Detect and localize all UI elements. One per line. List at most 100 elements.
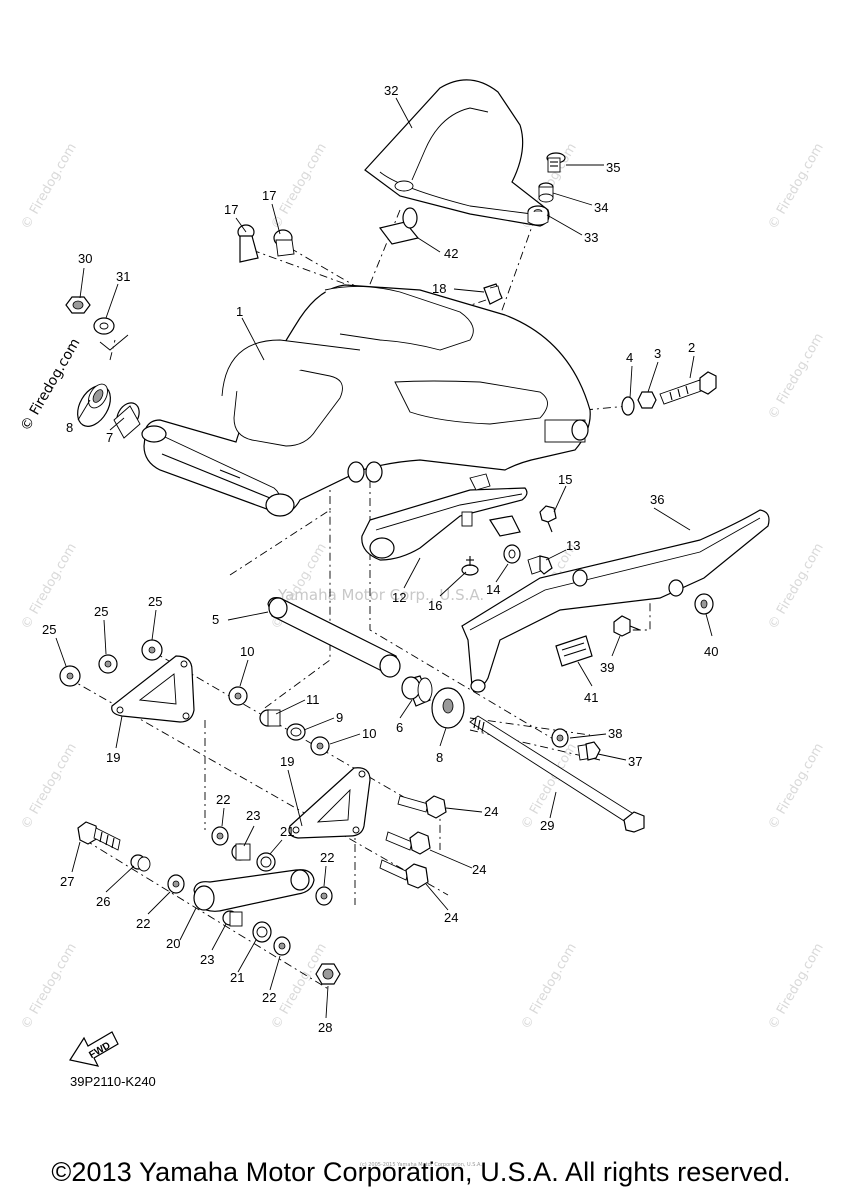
collar-23 (231, 843, 251, 861)
callout-22: 22 (136, 916, 150, 931)
callout-25: 25 (42, 622, 56, 637)
callout-31: 31 (116, 269, 130, 284)
rear-fender-32 (364, 79, 550, 227)
callout-33: 33 (584, 230, 598, 245)
chain-guide-12 (361, 473, 528, 561)
collar-25 (98, 654, 118, 674)
callout-36: 36 (650, 492, 664, 507)
callout-22: 22 (216, 792, 230, 807)
center-watermark: Yamaha Motor Corp., U.S.A. (277, 586, 484, 604)
watermark: © Firedog.com (765, 541, 826, 632)
copyright-footer: ©2013 Yamaha Motor Corporation, U.S.A. A… (51, 1157, 791, 1187)
callout-24: 24 (472, 862, 486, 877)
callout-4: 4 (626, 350, 633, 365)
callout-21: 21 (280, 824, 294, 839)
relay-arm-19 (111, 655, 195, 723)
callout-12: 12 (392, 590, 406, 605)
relay-arm-19 (288, 767, 371, 839)
callout-19: 19 (106, 750, 120, 765)
callout-40: 40 (704, 644, 718, 659)
collar-7 (113, 402, 141, 439)
fwd-label: FWD (87, 1040, 112, 1061)
watermark: © Firedog.com (268, 941, 329, 1032)
callout-6: 6 (396, 720, 403, 735)
callout-5: 5 (212, 612, 219, 627)
washer-38 (551, 728, 569, 748)
callouts: 32 35 34 33 42 17 17 18 30 31 1 4 3 2 8 … (42, 83, 718, 1035)
screw-16 (461, 556, 479, 576)
collar-26 (130, 854, 151, 872)
callout-10: 10 (362, 726, 376, 741)
collar-23 (222, 910, 243, 927)
seal-10 (228, 686, 248, 706)
callout-42: 42 (444, 246, 458, 261)
bearing-21 (252, 921, 272, 943)
callout-1: 1 (236, 304, 243, 319)
callout-23: 23 (200, 952, 214, 967)
callout-30: 30 (78, 251, 92, 266)
seal-22 (273, 936, 291, 956)
watermark: © Firedog.com (18, 741, 79, 832)
callout-38: 38 (608, 726, 622, 741)
seal-22 (315, 886, 333, 906)
clip-17 (237, 224, 259, 263)
collar-11 (259, 709, 281, 727)
bearing-9 (286, 723, 306, 741)
callout-15: 15 (558, 472, 572, 487)
bolt-24 (397, 795, 447, 819)
side-watermark: © Firedog.com (18, 336, 84, 434)
watermark: © Firedog.com (268, 141, 329, 232)
tiny-notice: (c) 2005-2015 Yamaha Motor Corporation, … (360, 1162, 482, 1168)
callout-22: 22 (262, 990, 276, 1005)
grommet-33 (527, 205, 549, 226)
watermarks: © Firedog.com © Firedog.com © Firedog.co… (18, 141, 826, 1032)
watermark: © Firedog.com (18, 941, 79, 1032)
callout-35: 35 (606, 160, 620, 175)
watermark: © Firedog.com (765, 331, 826, 422)
callout-14: 14 (486, 582, 500, 597)
chain-case-36 (461, 509, 770, 693)
bolt-13 (527, 555, 553, 575)
bearing-8 (77, 383, 111, 427)
callout-2: 2 (688, 340, 695, 355)
washer-4 (621, 396, 635, 416)
callout-17: 17 (262, 188, 276, 203)
callout-24: 24 (484, 804, 498, 819)
callout-41: 41 (584, 690, 598, 705)
nut-30 (65, 296, 91, 314)
callout-18: 18 (432, 281, 446, 296)
callout-13: 13 (566, 538, 580, 553)
callout-3: 3 (654, 346, 661, 361)
callout-21: 21 (230, 970, 244, 985)
callout-25: 25 (94, 604, 108, 619)
nut-3 (637, 391, 657, 409)
callout-26: 26 (96, 894, 110, 909)
callout-25: 25 (148, 594, 162, 609)
seal-22 (211, 826, 229, 846)
watermark: © Firedog.com (518, 941, 579, 1032)
bolt-35 (546, 152, 566, 173)
callout-20: 20 (166, 936, 180, 951)
nut-18 (483, 283, 503, 305)
callout-17: 17 (224, 202, 238, 217)
bearing-8 (431, 687, 465, 729)
collar-25 (59, 665, 81, 687)
clip-17 (273, 229, 295, 257)
seal-22 (167, 874, 185, 894)
callout-32: 32 (384, 83, 398, 98)
callout-28: 28 (318, 1020, 332, 1035)
leader-lines (55, 97, 713, 1019)
callout-29: 29 (540, 818, 554, 833)
watermark: © Firedog.com (765, 741, 826, 832)
callout-23: 23 (246, 808, 260, 823)
collar-6 (401, 675, 433, 707)
pivot-shaft-5 (267, 597, 401, 678)
bolt-39 (613, 615, 641, 637)
callout-11: 11 (306, 692, 320, 707)
label-41 (555, 635, 593, 667)
bolt-24 (385, 831, 431, 855)
callout-27: 27 (60, 874, 74, 889)
bolt-37 (577, 741, 601, 761)
washer-40 (694, 593, 714, 615)
